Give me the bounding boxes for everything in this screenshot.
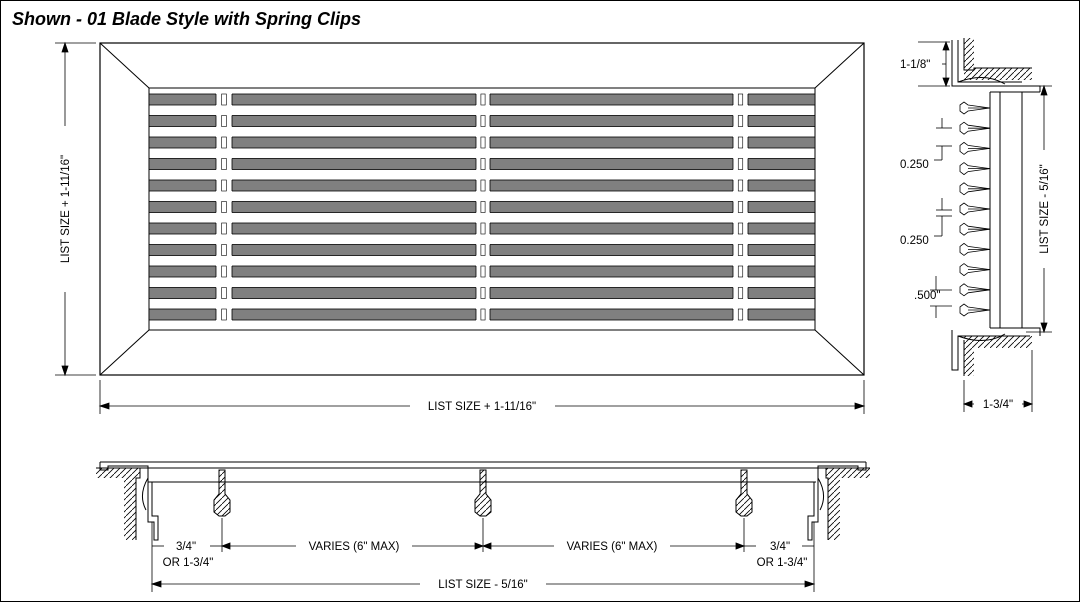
drawing-title: Shown - 01 Blade Style with Spring Clips — [12, 9, 362, 29]
support-bar — [221, 115, 227, 127]
right-clip-label-1: 3/4" — [770, 541, 790, 553]
support-bar — [221, 158, 227, 170]
support-bar — [480, 265, 486, 278]
spacing-dimension-1 — [934, 118, 952, 161]
support-bar — [737, 222, 744, 235]
support-bar — [480, 308, 486, 321]
support-bar — [221, 179, 227, 192]
support-bar — [737, 201, 744, 213]
front-width-label: LIST SIZE + 1-11/16" — [428, 401, 536, 413]
plan-support-bars — [213, 469, 753, 517]
support-bar — [480, 93, 486, 106]
support-bar — [480, 115, 486, 127]
support-bar — [737, 308, 744, 321]
support-bar — [737, 158, 744, 170]
front-width-dimension — [98, 380, 866, 414]
plan-dimensions — [150, 518, 816, 592]
section-height-label: LIST SIZE - 5/16" — [1039, 164, 1051, 254]
flange-dimension — [918, 40, 950, 88]
support-bar — [737, 287, 744, 299]
support-bar — [737, 179, 744, 192]
support-bar — [221, 308, 227, 321]
support-bar — [221, 136, 227, 149]
front-height-dimension — [55, 41, 96, 377]
flange-label: 1-1/8" — [900, 59, 930, 71]
depth-dimension — [962, 350, 1034, 412]
support-bar — [480, 287, 486, 299]
support-bar — [737, 115, 744, 127]
support-bar — [480, 158, 486, 170]
depth-label: 1-3/4" — [983, 399, 1013, 411]
support-bar — [480, 201, 486, 213]
support-bar — [480, 179, 486, 192]
support-bar — [221, 265, 227, 278]
side-section-view — [951, 38, 1041, 376]
support-bar-section — [213, 469, 231, 517]
support-bar — [221, 222, 227, 235]
spacing-label-1: 0.250 — [900, 159, 929, 171]
spacing-label-2: 0.250 — [900, 235, 929, 247]
support-bar-section — [474, 469, 492, 517]
support-bar — [221, 93, 227, 106]
side-blade-profiles — [959, 101, 991, 317]
plan-section-view — [96, 461, 870, 541]
support-bar — [737, 136, 744, 149]
section-height-dimension — [1026, 84, 1052, 334]
support-bar — [221, 287, 227, 299]
front-height-label: LIST SIZE + 1-11/16" — [60, 155, 72, 263]
spacing-label-3: .500" — [914, 290, 940, 302]
varies-right-label: VARIES (6" MAX) — [567, 541, 658, 553]
front-view — [99, 42, 865, 376]
spacing-dimension-3 — [930, 276, 952, 318]
support-bar — [221, 244, 227, 256]
left-clip-label-2: OR 1-3/4" — [163, 557, 214, 569]
support-bar — [737, 265, 744, 278]
support-bar-section — [735, 469, 753, 517]
right-clip-label-2: OR 1-3/4" — [757, 557, 808, 569]
left-clip-label-1: 3/4" — [176, 541, 196, 553]
support-bar — [480, 244, 486, 256]
outer-frame — [99, 42, 865, 376]
support-bar — [480, 222, 486, 235]
overall-width-label: LIST SIZE - 5/16" — [438, 579, 528, 591]
spacing-dimension-2 — [934, 198, 952, 237]
blade-group — [148, 93, 816, 321]
support-bar — [221, 201, 227, 213]
support-bar — [737, 93, 744, 106]
support-bar — [480, 136, 486, 149]
varies-left-label: VARIES (6" MAX) — [309, 541, 400, 553]
support-bar — [737, 244, 744, 256]
